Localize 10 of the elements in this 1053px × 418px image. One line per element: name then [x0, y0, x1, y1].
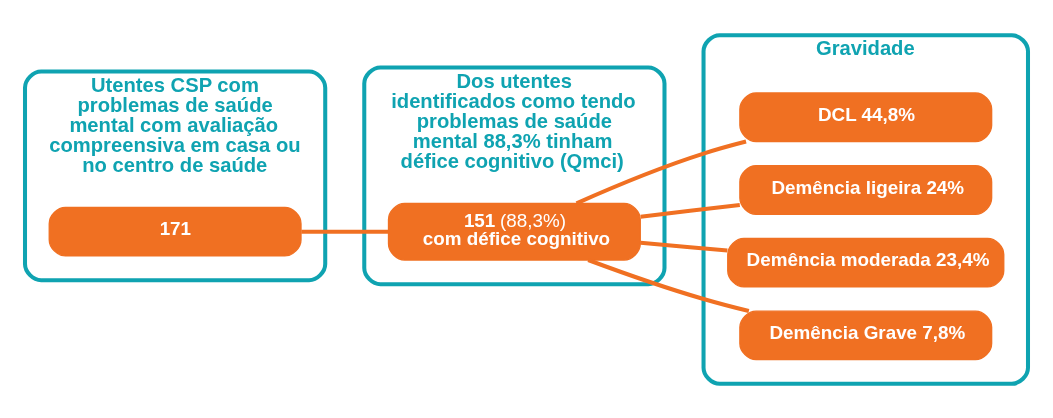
node-box: DCL 44,8% [739, 91, 993, 142]
node-box: Demência moderada 23,4% [727, 237, 1005, 288]
connector [575, 139, 747, 205]
node-box: 151 (88,3%) com défice cognitivo [387, 202, 641, 261]
connector [301, 229, 389, 234]
node-box: Demência ligeira 24% [739, 164, 993, 215]
connector [587, 257, 750, 313]
node-box: 171 [48, 206, 302, 257]
node-box: Demência Grave 7,8% [739, 309, 993, 360]
connector [640, 240, 728, 253]
